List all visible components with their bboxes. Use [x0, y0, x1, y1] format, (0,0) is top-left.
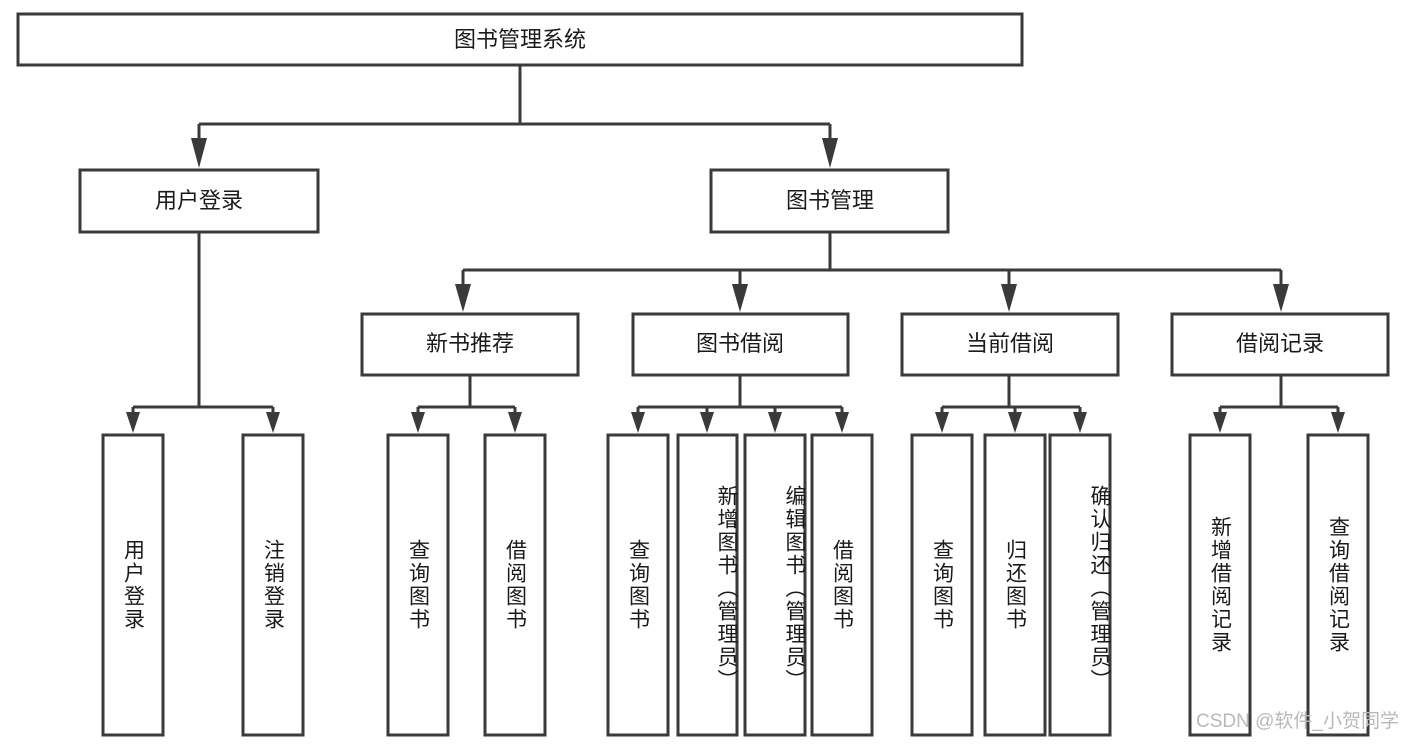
arrow-head-borrow-record	[1273, 284, 1289, 312]
arrow-head-book-manage	[822, 138, 838, 168]
arrow-head-book-borrow	[732, 284, 748, 312]
connector-group-current-borrow-leaves	[935, 375, 1087, 433]
node-label-root: 图书管理系统	[454, 27, 586, 52]
arrow-head-leaf-add-borrow-record	[1213, 412, 1227, 433]
node-box-leaf-add-book-admin[interactable]	[676, 433, 739, 737]
node-label-current-borrow: 当前借阅	[966, 331, 1054, 356]
node-box-leaf-confirm-return-admin[interactable]	[1048, 433, 1112, 737]
arrow-head-leaf-query-book-recommend	[411, 412, 425, 433]
watermark-text: CSDN @软件_小贺同学	[1196, 711, 1399, 732]
node-label-new-book-recommend: 新书推荐	[426, 331, 514, 356]
node-box-leaf-query-book-borrow[interactable]	[606, 433, 670, 737]
arrow-head-leaf-query-borrow-record	[1331, 412, 1345, 433]
arrow-head-leaf-edit-book-admin	[768, 412, 782, 433]
node-label-borrow-record: 借阅记录	[1236, 331, 1324, 356]
node-box-leaf-add-borrow-record[interactable]	[1188, 433, 1252, 737]
node-box-leaf-return-book[interactable]	[983, 433, 1047, 737]
node-box-leaf-query-borrow-record[interactable]	[1306, 433, 1370, 737]
arrow-head-leaf-borrow-book-recommend	[508, 412, 522, 433]
arrow-head-leaf-return-book	[1008, 412, 1022, 433]
node-box-root[interactable]	[16, 12, 1024, 67]
arrow-head-current-borrow	[1001, 284, 1017, 312]
arrow-head-leaf-borrow-book	[835, 412, 849, 433]
node-box-current-borrow[interactable]	[900, 312, 1120, 377]
arrow-head-leaf-query-book-borrow	[631, 412, 645, 433]
arrow-head-leaf-confirm-return-admin	[1073, 412, 1087, 433]
node-label-book-borrow: 图书借阅	[696, 331, 784, 356]
connector-group-user-login-leaves	[126, 232, 280, 433]
node-box-leaf-user-login[interactable]	[101, 433, 165, 737]
node-box-leaf-query-book-current[interactable]	[910, 433, 974, 737]
connector-group-new-book-recommend-leaves	[411, 375, 522, 433]
arrow-head-leaf-logout-login	[266, 412, 280, 433]
node-box-new-book-recommend[interactable]	[360, 312, 580, 377]
node-box-user-login[interactable]	[78, 168, 320, 234]
node-box-leaf-logout-login[interactable]	[241, 433, 305, 737]
node-box-borrow-record[interactable]	[1170, 312, 1390, 377]
connector-group-root	[191, 65, 838, 168]
arrow-head-new-book-recommend	[455, 284, 471, 312]
node-box-book-borrow[interactable]	[631, 312, 850, 377]
arrow-head-leaf-user-login	[126, 412, 140, 433]
connector-group-borrow-record-leaves	[1213, 375, 1345, 433]
connector-group-book-borrow-leaves	[631, 375, 849, 433]
connector-group-book-manage	[455, 232, 1289, 312]
node-box-leaf-borrow-book[interactable]	[810, 433, 874, 737]
node-label-book-manage: 图书管理	[786, 188, 874, 213]
arrow-head-leaf-add-book-admin	[700, 412, 714, 433]
node-box-leaf-query-book-recommend[interactable]	[386, 433, 450, 737]
node-box-leaf-borrow-book-recommend[interactable]	[483, 433, 547, 737]
arrow-head-user-login	[191, 138, 207, 168]
arrow-head-leaf-query-book-current	[935, 412, 949, 433]
node-box-leaf-edit-book-admin[interactable]	[743, 433, 807, 737]
node-box-book-manage[interactable]	[709, 168, 950, 234]
node-label-user-login: 用户登录	[155, 188, 243, 213]
